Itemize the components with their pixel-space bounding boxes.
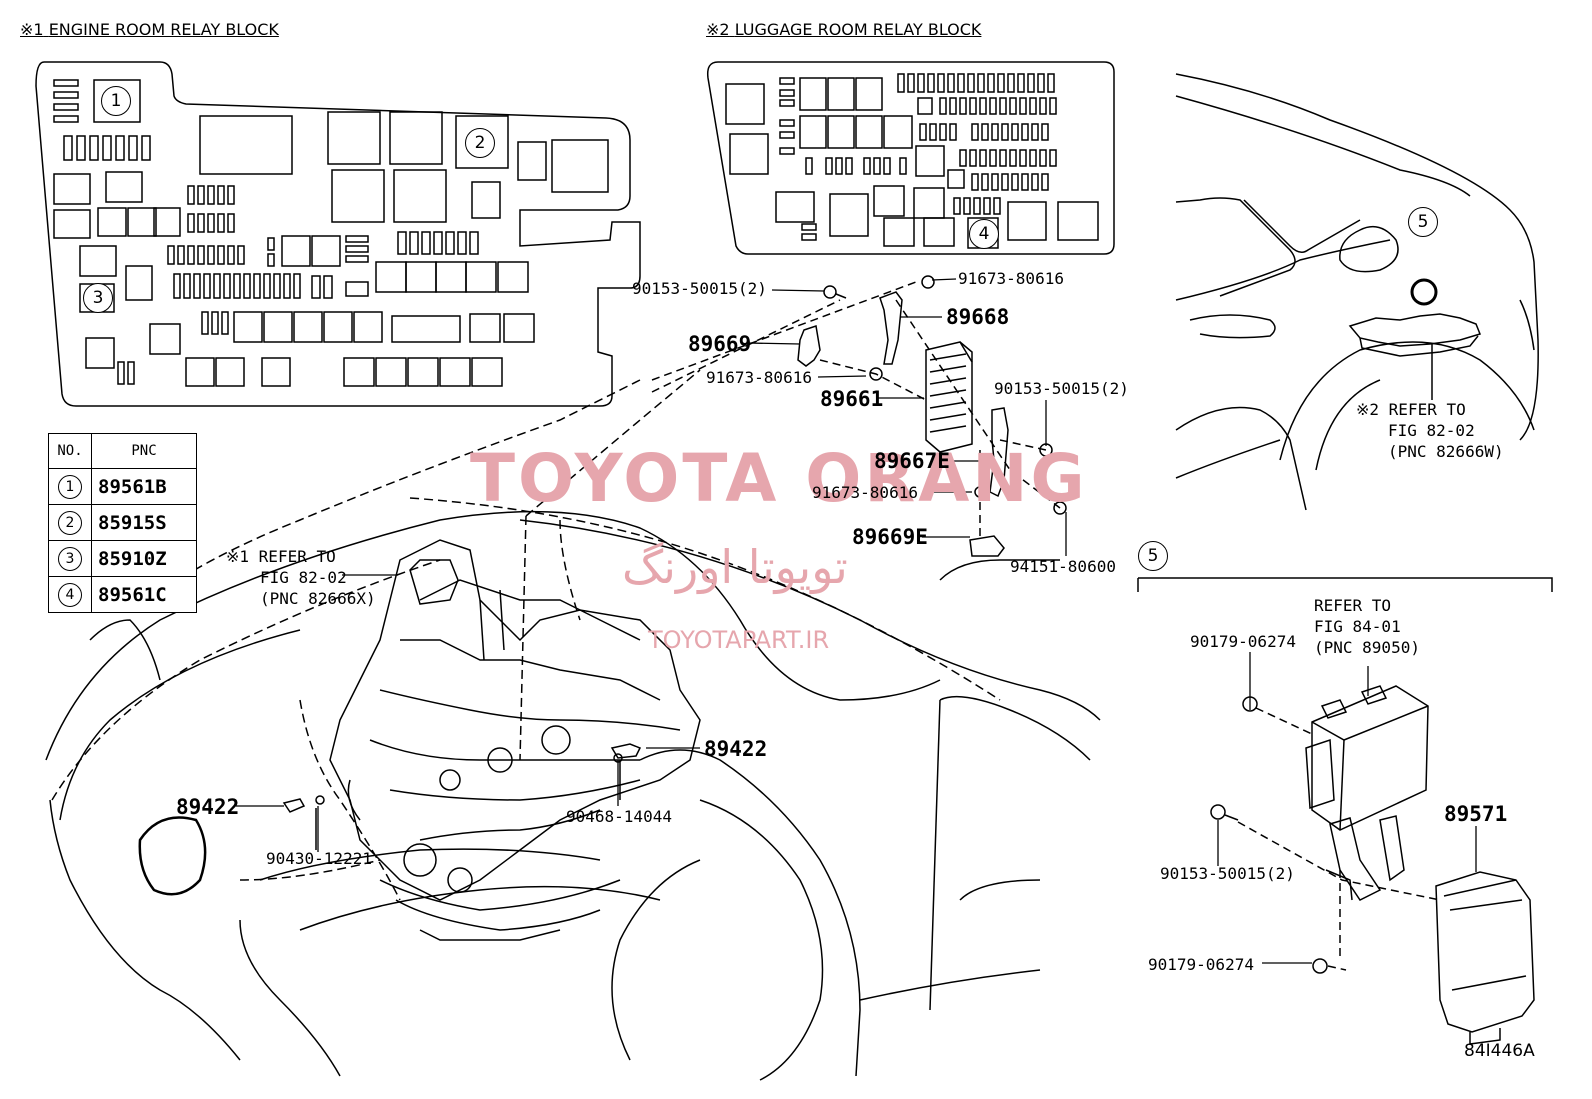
label-90153-sec5: 90153-50015(2) [1160, 864, 1295, 883]
table-row: 4 89561C [48, 576, 197, 613]
ecu-assembly-dashed [651, 281, 1061, 540]
table-row: 1 89561B [48, 468, 197, 505]
sensors [282, 743, 642, 850]
row-no: 1 [58, 474, 82, 499]
ref-luggage-note: ※2 REFER TO FIG 82-02 (PNC 82666W) [1356, 399, 1504, 462]
luggage-room-marker: ※2 [706, 20, 730, 39]
callout-5-section: 5 [1138, 541, 1168, 571]
watermark-persian: تویوتا اورنگ [622, 540, 848, 594]
ref-engine-line1: ※1 REFER TO [226, 547, 336, 566]
row-pnc: 89561B [91, 468, 197, 505]
luggage-room-header: ※2 LUGGAGE ROOM RELAY BLOCK [706, 22, 981, 38]
label-89668: 89668 [946, 305, 1010, 329]
label-89422-left: 89422 [176, 795, 240, 819]
table-header-row: NO. PNC [48, 433, 197, 469]
col-no-header: NO. [48, 433, 92, 469]
ref-engine-line2: FIG 82-02 [260, 568, 347, 587]
figure-id: 84I446A [1464, 1041, 1535, 1061]
row-pnc: 85910Z [91, 540, 197, 577]
luggage-room-relay-block [706, 61, 1115, 255]
label-89669: 89669 [688, 332, 752, 356]
label-91673-low: 91673-80616 [812, 483, 918, 502]
callout-5-car: 5 [1408, 207, 1438, 237]
row-pnc: 89561C [91, 576, 197, 613]
row-no: 3 [58, 546, 82, 571]
label-94151: 94151-80600 [1010, 557, 1116, 576]
row-no: 4 [58, 582, 82, 607]
callout-2: 2 [465, 128, 495, 158]
table-row: 3 85910Z [48, 540, 197, 577]
ref-luggage-line1: ※2 REFER TO [1356, 400, 1466, 419]
ref-luggage-line2: FIG 82-02 [1388, 421, 1475, 440]
section-5-dashed [1237, 707, 1441, 971]
label-90153-right: 90153-50015(2) [994, 379, 1129, 398]
ref-engine-line3: (PNC 82666X) [260, 589, 376, 608]
label-91673-top: 91673-80616 [958, 269, 1064, 288]
watermark-brand: TOYOTA ORANG [470, 440, 1088, 517]
engine-room-marker: ※1 [20, 20, 44, 39]
label-90179-top: 90179-06274 [1190, 632, 1296, 651]
label-90179-bottom: 90179-06274 [1148, 955, 1254, 974]
engine-room-title: ENGINE ROOM RELAY BLOCK [48, 20, 279, 39]
col-pnc-header: PNC [91, 433, 197, 469]
luggage-room-title: LUGGAGE ROOM RELAY BLOCK [734, 20, 982, 39]
car-rear-view [1175, 73, 1539, 511]
ref-sec5-line2: FIG 84-01 [1314, 617, 1401, 636]
table-row: 2 85915S [48, 504, 197, 541]
ref-sec5-line1: REFER TO [1314, 596, 1392, 615]
engine-room-relay-block [35, 61, 641, 407]
pnc-table: NO. PNC 1 89561B 2 85915S 3 85910Z 4 895… [48, 433, 197, 613]
label-89661: 89661 [820, 387, 884, 411]
label-89571: 89571 [1444, 802, 1508, 826]
label-89667E: 89667E [874, 449, 950, 473]
row-no: 2 [58, 510, 82, 535]
label-89669E: 89669E [852, 525, 928, 549]
leader-lines [236, 278, 1477, 964]
row-pnc: 85915S [91, 504, 197, 541]
ref-luggage-line3: (PNC 82666W) [1388, 442, 1504, 461]
label-91673-mid: 91673-80616 [706, 368, 812, 387]
engine-room-header: ※1 ENGINE ROOM RELAY BLOCK [20, 22, 279, 38]
watermark-site: TOYOTAPART.IR [648, 626, 830, 654]
label-90468: 90468-14044 [566, 807, 672, 826]
ref-sec5-note: REFER TO FIG 84-01 (PNC 89050) [1314, 595, 1420, 658]
callout-4: 4 [969, 219, 999, 249]
callout-3: 3 [83, 283, 113, 313]
callout-1: 1 [101, 86, 131, 116]
label-89422-right: 89422 [704, 737, 768, 761]
ref-engine-note: ※1 REFER TO FIG 82-02 (PNC 82666X) [226, 546, 376, 609]
label-90153-top: 90153-50015(2) [632, 279, 767, 298]
label-90430: 90430-12221 [266, 849, 372, 868]
ref-sec5-line3: (PNC 89050) [1314, 638, 1420, 657]
engine-assembly [329, 539, 701, 941]
